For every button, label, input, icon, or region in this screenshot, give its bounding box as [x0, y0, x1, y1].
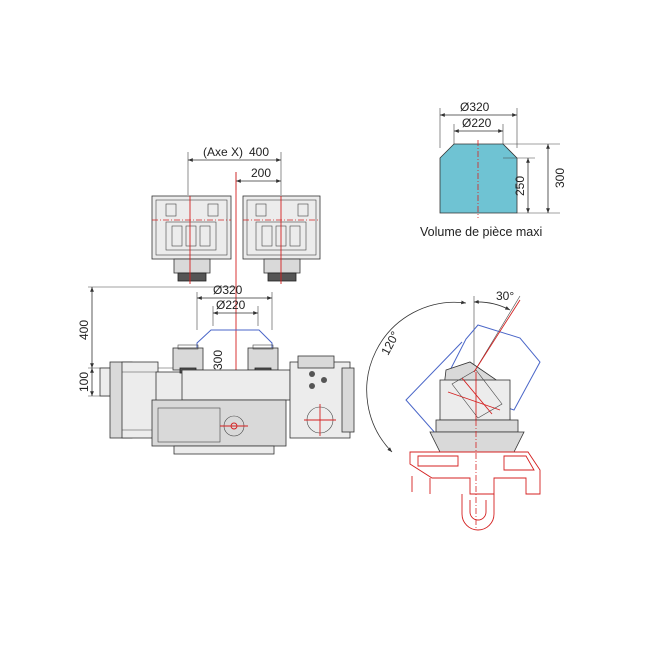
tilt-view: 120° 30° [366, 289, 541, 531]
travel-x-400: 400 [249, 145, 269, 159]
height-100: 100 [77, 372, 91, 392]
height-400: 400 [77, 320, 91, 340]
offset-200: 200 [251, 166, 271, 180]
axis-x-label: (Axe X) [203, 145, 243, 159]
volume-shape [439, 143, 518, 214]
side-view: Ø320 Ø220 400 100 300 [77, 283, 355, 455]
volume-caption: Volume de pièce maxi [420, 225, 542, 239]
workpiece-volume: Ø320 Ø220 250 300 Volume de pièce maxi [420, 100, 567, 239]
side-height-300: 300 [211, 350, 225, 370]
top-views: (Axe X) 400 200 [151, 145, 321, 440]
rail-section [409, 420, 541, 531]
tilt-envelope [441, 324, 541, 411]
swing-angle-120: 120° [378, 329, 402, 358]
side-dia-220: Ø220 [216, 298, 246, 312]
volume-dia-320: Ø320 [460, 100, 490, 114]
volume-height-250: 250 [513, 176, 527, 196]
table-top-view-right [242, 195, 321, 284]
side-dia-320: Ø320 [213, 283, 243, 297]
table-top-view-left [151, 195, 232, 284]
volume-height-300: 300 [553, 168, 567, 188]
tilt-angle-30: 30° [496, 289, 514, 303]
volume-dia-220: Ø220 [462, 116, 492, 130]
